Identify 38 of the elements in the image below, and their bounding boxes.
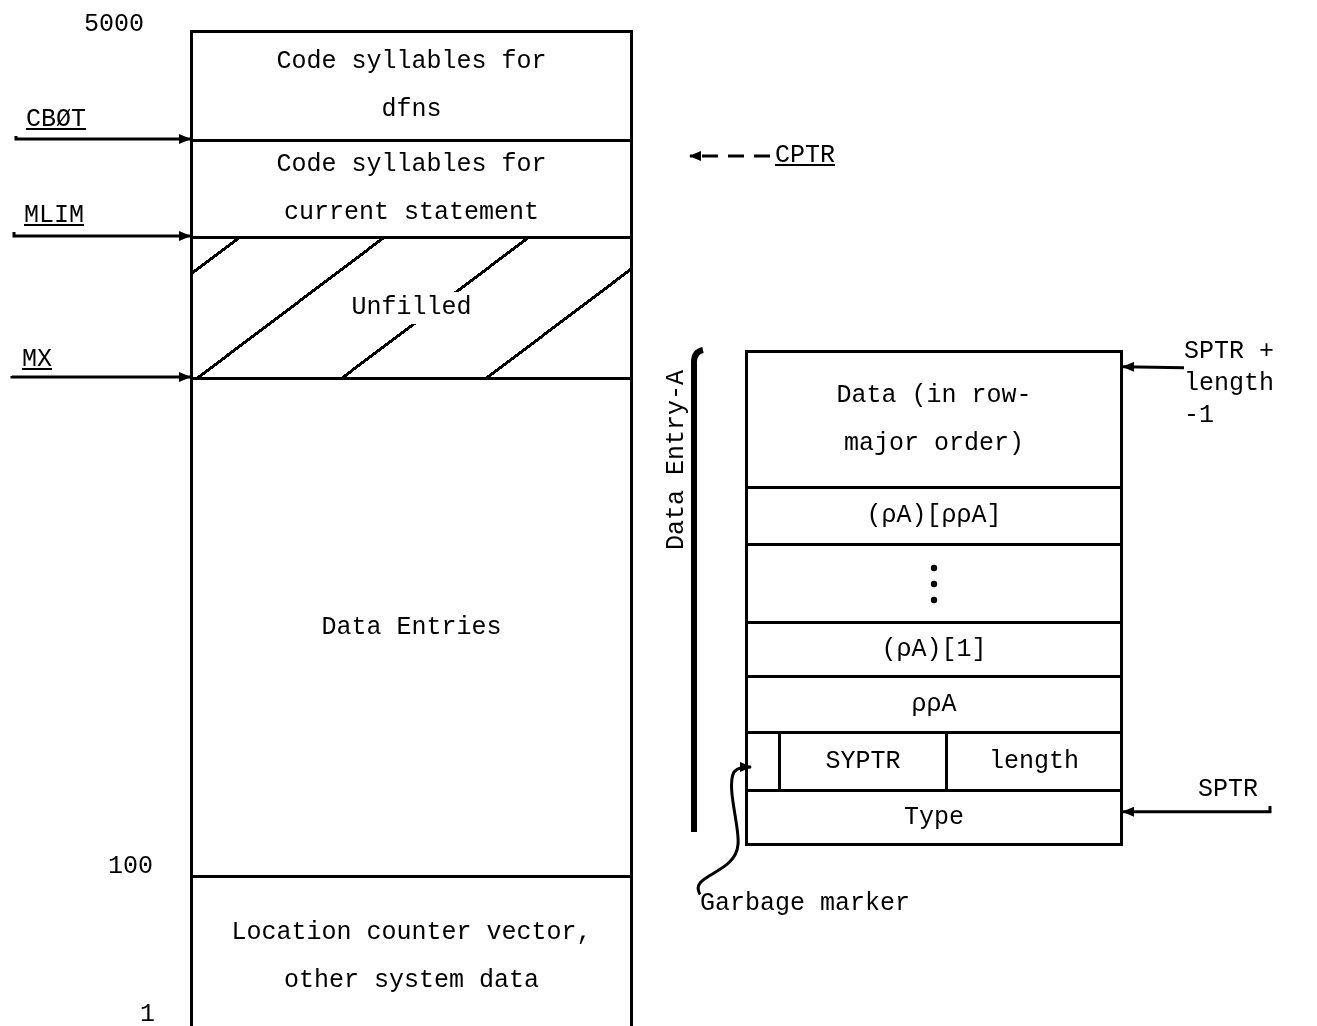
annotation-text: SPTR + length -1 — [1184, 336, 1275, 432]
data-field — [745, 621, 1123, 678]
pointer-name: CPTR — [775, 140, 835, 172]
hatched-region — [190, 236, 633, 380]
data-field — [745, 350, 1123, 489]
field-label: ρρA — [911, 688, 957, 721]
data-field — [745, 675, 1123, 734]
arrow — [1122, 806, 1272, 817]
annotation-text: Garbage marker — [700, 888, 911, 920]
field-label: (ρA)[1] — [881, 633, 987, 666]
pointer-name: MLIM — [24, 200, 84, 232]
field-label: (ρA)[ρρA] — [866, 500, 1002, 532]
data-field — [745, 543, 1123, 624]
arrow — [1122, 361, 1185, 372]
arrow — [689, 151, 770, 161]
field-label: Data Entries — [320, 611, 503, 644]
data-field — [745, 789, 1123, 846]
field-label: Code syllables for dfns — [275, 46, 548, 126]
pointer-name: CBØT — [26, 104, 86, 136]
data-field — [745, 486, 1123, 546]
annotation-text: SPTR — [1198, 774, 1258, 806]
arrow — [12, 231, 191, 241]
field-label: SYPTR — [825, 745, 901, 778]
address-label: 100 — [108, 852, 153, 882]
field-label: length — [989, 745, 1079, 778]
field-label: Data (in row-major order) — [835, 379, 1033, 460]
arrow — [10, 372, 191, 382]
memory-region — [190, 377, 633, 878]
bracket-label: Data Entry-A — [664, 370, 690, 551]
field-label: Type — [904, 801, 964, 834]
memory-region — [190, 30, 633, 142]
address-label: 1 — [140, 1000, 155, 1026]
field-label: Location counter vector, other system data — [230, 916, 593, 997]
field-label: Code syllables for current statement — [275, 149, 548, 229]
arrow — [14, 134, 191, 144]
memory-region — [190, 875, 633, 1026]
address-label: 5000 — [84, 10, 144, 40]
pointer-name: MX — [22, 344, 52, 376]
